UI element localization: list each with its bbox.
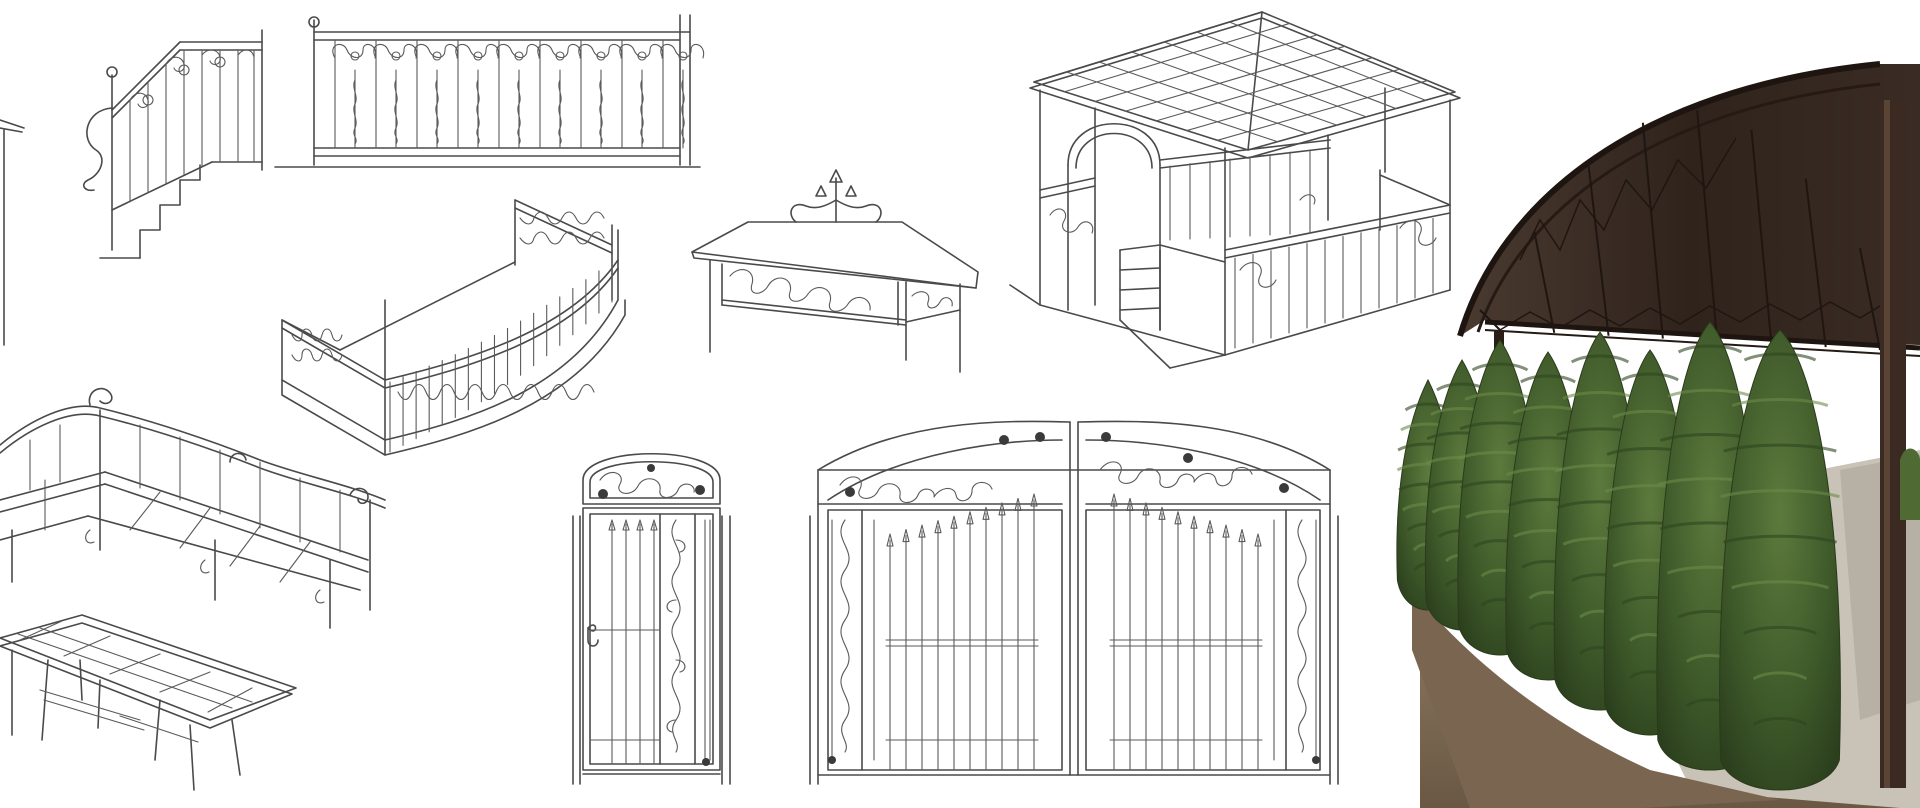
corner-bench-drawing — [0, 387, 386, 629]
double-swing-gate-drawing — [809, 420, 1339, 785]
wicket-gate-drawing — [572, 453, 731, 785]
table-frame-drawing — [0, 614, 297, 791]
gazebo-drawing — [1009, 11, 1461, 369]
curved-balcony-drawing — [281, 199, 626, 456]
carport-with-thuja-photo — [1396, 61, 1920, 808]
balcony-railing-drawing — [274, 14, 705, 168]
staircase-railing-drawing — [82, 29, 263, 259]
thuja-tree — [1719, 329, 1841, 791]
roof-canopy-drawing — [691, 169, 979, 373]
edge-post-drawing — [0, 119, 25, 346]
